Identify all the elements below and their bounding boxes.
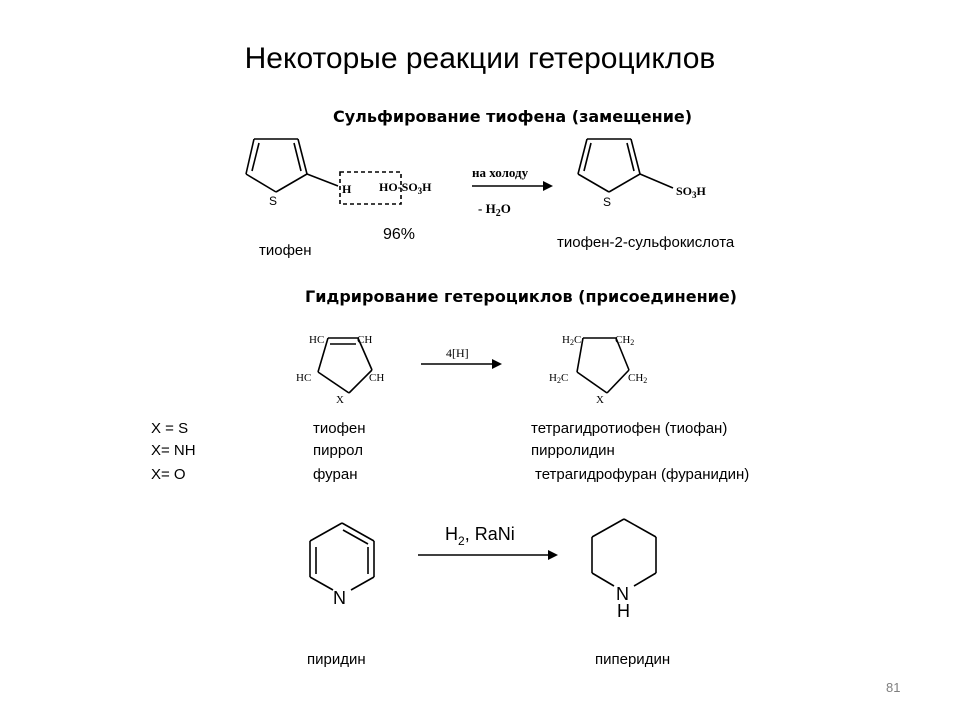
piperidine-n-atom: N [616,584,629,604]
product-atom-h2c-bottom: H2C [549,372,568,385]
thiophene-h-atom: H [342,182,352,196]
dashed-box [339,171,402,205]
x-value-s: X = S [151,420,189,437]
hydrogenation-reagent: 4[H] [446,346,469,360]
sulfuric-acid-reagent: HO-SO3H [379,180,432,196]
piperidine-ring [591,518,657,587]
sulfonation-heading: Сульфирование тиофена (замещение) [333,107,693,126]
reactant-name-pyrrole: пиррол [313,442,363,459]
reactant-name-thiophene: тиофен [313,420,366,437]
product-atom-x: X [596,394,604,406]
piperidine-h-atom: H [617,601,630,621]
product-atom-h2c-top: H2C [562,334,581,347]
piperidine-name: пиперидин [595,651,671,668]
reactant-atom-hc-bottom: HC [296,372,311,384]
hydrogenation-heading: Гидрирование гетероциклов (присоединение… [305,287,737,306]
page-number: 81 [886,680,901,695]
condition-cold: на холоду [472,165,529,180]
thiophene-ring [245,138,339,193]
thiophene-s-atom: S [269,194,277,208]
x-value-o: X= O [151,466,186,483]
product-name-tetrahydrofuran: тетрагидрофуран (фуранидин) [535,466,750,483]
product-name-tetrahydrothiophene: тетрагидротиофен (тиофан) [531,420,728,437]
hydrogenation-arrow [421,359,502,369]
reactant-atom-ch-bottom: CH [369,372,384,384]
thiophene-sulfonic-acid-name: тиофен-2-сульфокислота [557,234,735,251]
pyridine-n-atom: N [333,588,346,608]
pyridine-reagent: H2, RaNi [445,524,515,548]
five-membered-ring-reactant [317,337,373,394]
product-name-pyrrolidine: пирролидин [531,442,615,459]
sulfo-group: SO3H [676,184,707,200]
thiophene-name: тиофен [259,242,312,259]
pyridine-arrow [418,550,558,560]
five-membered-ring-product [576,337,630,394]
reactant-atom-hc-top: HC [309,334,324,346]
yield-label: 96% [383,226,416,243]
pyridine-ring [309,522,375,591]
condition-minus-water: - H2O [478,201,511,219]
product-s-atom: S [603,195,611,209]
x-value-nh: X= NH [151,442,196,459]
reactant-name-furan: фуран [313,466,358,483]
product-atom-ch2-bottom: CH2 [628,372,647,385]
reactant-atom-x: X [336,394,344,406]
thiophene-sulfonic-acid-ring [577,138,674,193]
sulfonation-arrow [472,181,553,191]
page-title: Некоторые реакции гетероциклов [244,42,716,75]
product-atom-ch2-top: CH2 [615,334,634,347]
reactant-atom-ch-top: CH [357,334,372,346]
pyridine-name: пиридин [307,651,366,668]
